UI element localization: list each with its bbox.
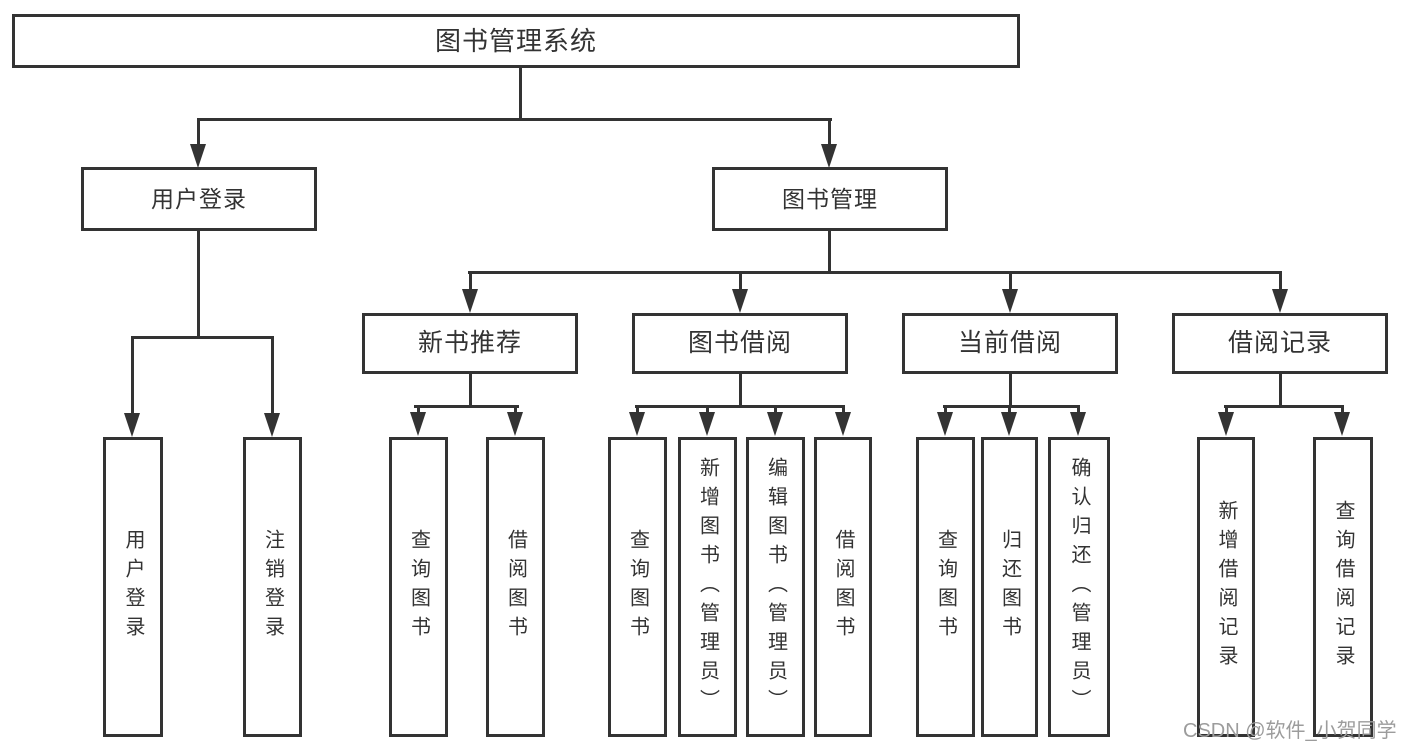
connector-group-down — [469, 372, 472, 408]
connector-leaf-stem — [636, 405, 639, 415]
connector-group-branch — [414, 405, 519, 408]
connector-leaf-stem — [271, 336, 274, 415]
leaf-query-books-recommend: 查询图书 — [389, 437, 448, 737]
leaf-confirm-return-admin: 确认归还（管理员） — [1048, 437, 1110, 737]
connector-group-down — [1279, 372, 1282, 408]
leaf-edit-book-admin: 编辑图书（管理员） — [746, 437, 805, 737]
connector-leaf-stem — [944, 405, 947, 415]
leaf-add-borrow-record: 新增借阅记录 — [1197, 437, 1255, 737]
arrow-down-icon — [821, 144, 837, 168]
node-borrow-records: 借阅记录 — [1172, 313, 1388, 374]
connector-leaf-stem — [417, 405, 420, 415]
connector-leaf-stem — [131, 336, 134, 415]
arrow-down-icon — [767, 412, 783, 436]
arrow-down-icon — [1218, 412, 1234, 436]
arrow-down-icon — [190, 144, 206, 168]
leaf-user-login: 用户登录 — [103, 437, 163, 737]
node-book-borrow: 图书借阅 — [632, 313, 848, 374]
arrow-down-icon — [1272, 289, 1288, 313]
arrow-down-icon — [462, 289, 478, 313]
connector-mgmt-down — [828, 231, 831, 274]
csdn-watermark: CSDN @软件_小贺同学 — [1183, 720, 1397, 742]
leaf-query-borrow-record: 查询借阅记录 — [1313, 437, 1373, 737]
connector-l3-stem — [469, 271, 472, 291]
connector-l3-stem — [739, 271, 742, 291]
connector-group-branch — [943, 405, 1080, 408]
arrow-down-icon — [1001, 412, 1017, 436]
connector-group-down — [1009, 372, 1012, 408]
arrow-down-icon — [264, 413, 280, 437]
connector-user-down — [197, 231, 200, 338]
connector-l3-stem — [1279, 271, 1282, 291]
leaf-query-books-current: 查询图书 — [916, 437, 975, 737]
leaf-add-book-admin: 新增图书（管理员） — [678, 437, 737, 737]
arrow-down-icon — [410, 412, 426, 436]
connector-leaf-stem — [1008, 405, 1011, 415]
arrow-down-icon — [835, 412, 851, 436]
arrow-down-icon — [1002, 289, 1018, 313]
leaf-return-books: 归还图书 — [981, 437, 1038, 737]
leaf-query-books-borrow: 查询图书 — [608, 437, 667, 737]
connector-leaf-stem — [1341, 405, 1344, 415]
connector-user-stem — [197, 118, 200, 148]
connector-l3-stem — [1009, 271, 1012, 291]
node-root: 图书管理系统 — [12, 14, 1020, 68]
arrow-down-icon — [124, 413, 140, 437]
connector-mgmt-stem — [828, 118, 831, 148]
connector-leaf-stem — [514, 405, 517, 415]
connector-root-branch — [197, 118, 832, 121]
arrow-down-icon — [507, 412, 523, 436]
leaf-borrow-books-recommend: 借阅图书 — [486, 437, 545, 737]
arrow-down-icon — [732, 289, 748, 313]
leaf-borrow-books: 借阅图书 — [814, 437, 872, 737]
connector-group-down — [739, 372, 742, 408]
connector-leaf-stem — [706, 405, 709, 415]
node-current-borrow: 当前借阅 — [902, 313, 1118, 374]
connector-user-branch — [131, 336, 274, 339]
connector-group-branch — [1224, 405, 1343, 408]
connector-leaf-stem — [774, 405, 777, 415]
connector-leaf-stem — [1225, 405, 1228, 415]
connector-mgmt-branch — [468, 271, 1282, 274]
arrow-down-icon — [1070, 412, 1086, 436]
arrow-down-icon — [699, 412, 715, 436]
connector-leaf-stem — [842, 405, 845, 415]
arrow-down-icon — [937, 412, 953, 436]
node-book-mgmt: 图书管理 — [712, 167, 948, 231]
arrow-down-icon — [1334, 412, 1350, 436]
connector-root-stem — [519, 66, 522, 120]
node-new-book-recommend: 新书推荐 — [362, 313, 578, 374]
arrow-down-icon — [629, 412, 645, 436]
leaf-logout: 注销登录 — [243, 437, 302, 737]
connector-leaf-stem — [1077, 405, 1080, 415]
node-user-login: 用户登录 — [81, 167, 317, 231]
connector-group-branch — [635, 405, 845, 408]
